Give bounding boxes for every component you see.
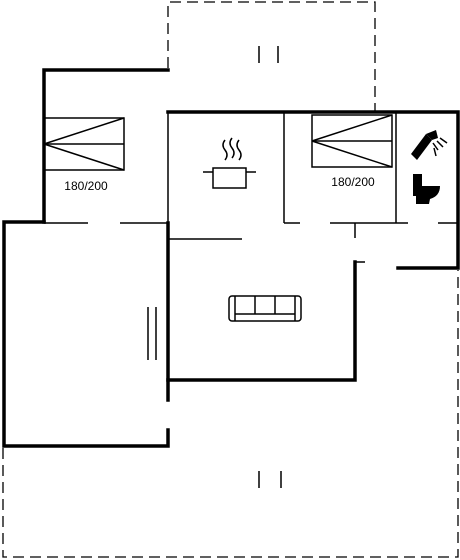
cooking-pot-icon [203, 137, 256, 189]
terrace-top-outline [167, 1, 376, 112]
window-marker-top [258, 46, 279, 63]
bed-size-label: 180/200 [331, 175, 375, 189]
walls [2, 68, 460, 448]
double-bed-icon [43, 117, 125, 171]
double-bed-icon [311, 114, 393, 168]
terrace-bottom-outline [2, 270, 459, 558]
window-marker-bottom [258, 471, 282, 488]
bed-size-label: 180/200 [64, 179, 108, 193]
shower-icon [411, 130, 448, 160]
window-marker-left [147, 307, 157, 360]
toilet-icon [413, 174, 440, 204]
sofa-icon [228, 295, 302, 322]
